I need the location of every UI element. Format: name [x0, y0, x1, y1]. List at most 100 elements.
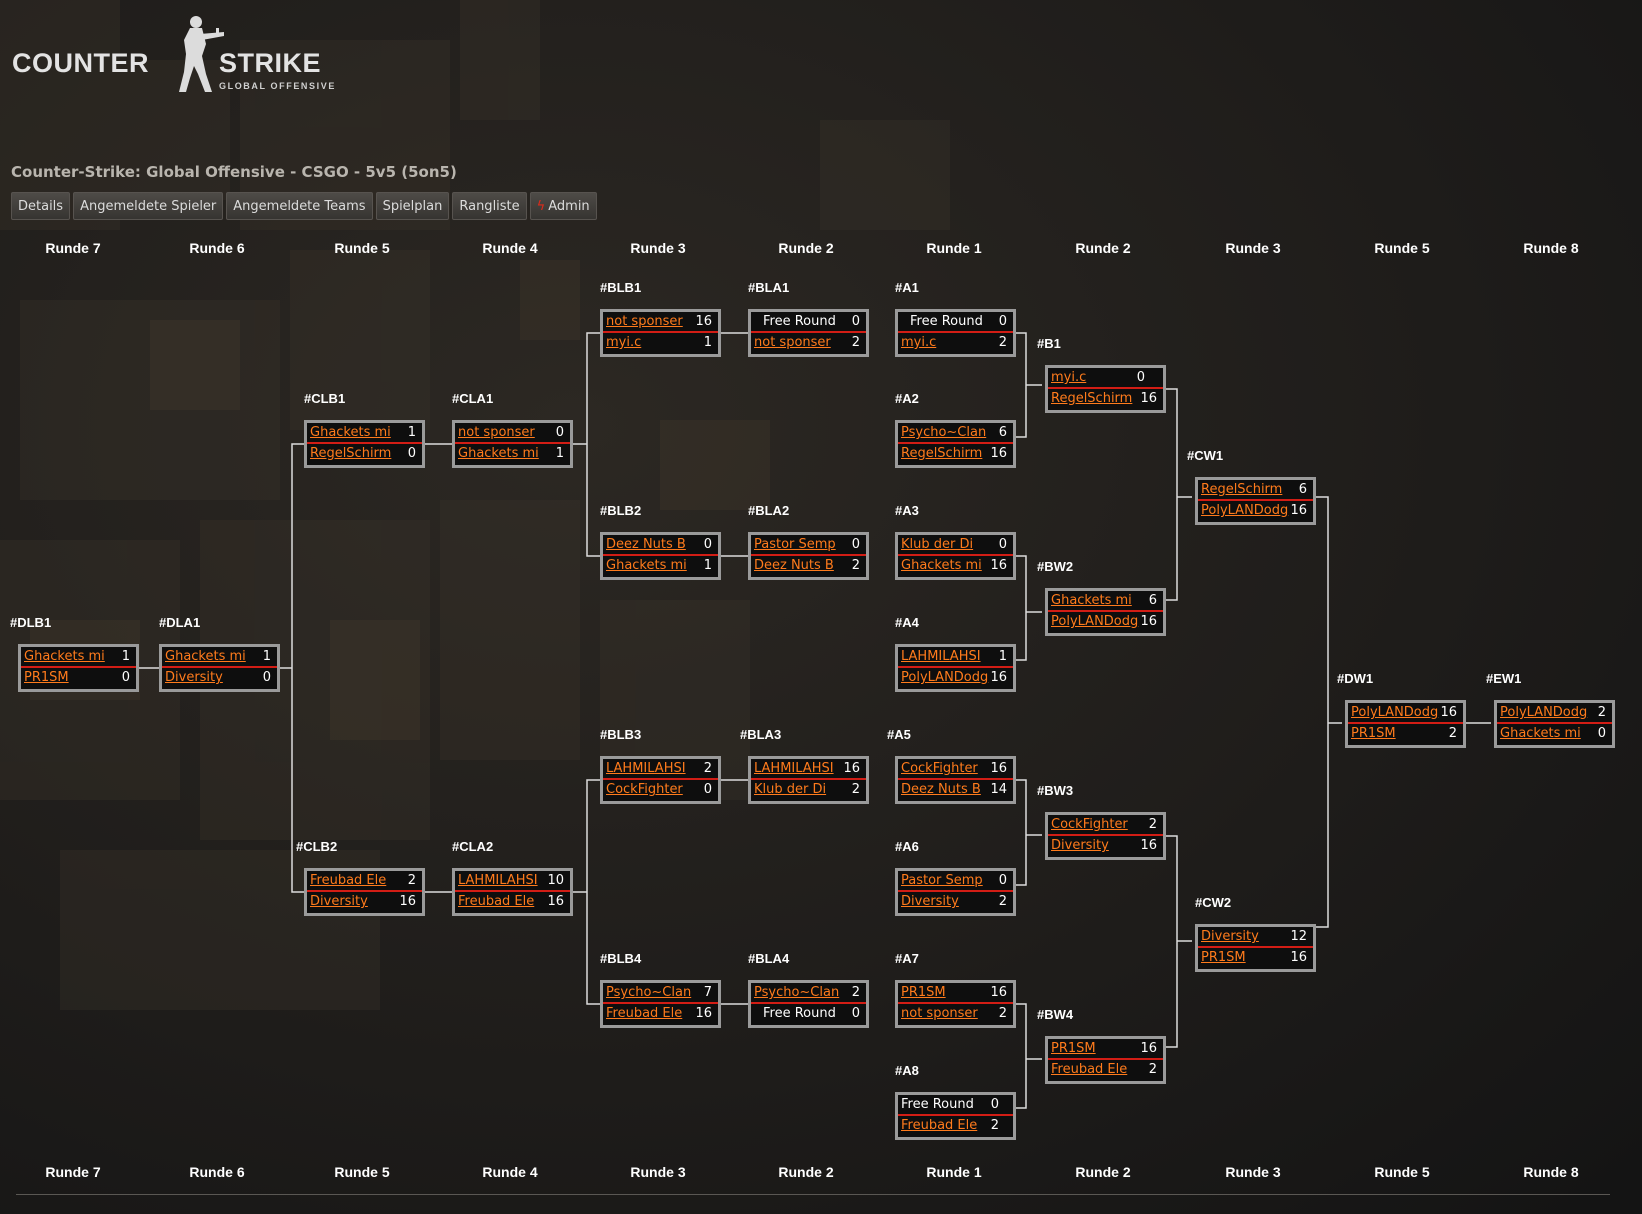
team-link[interactable]: myi.c [606, 335, 642, 350]
nav-details-button[interactable]: Details [11, 192, 71, 220]
nav-ranking-button[interactable]: Rangliste [452, 192, 527, 220]
team-link[interactable]: myi.c [901, 335, 937, 350]
team-link[interactable]: not sponser [901, 1006, 978, 1021]
team-link[interactable]: not sponser [754, 335, 831, 350]
team-link[interactable]: Ghackets mi [24, 649, 105, 664]
team-link[interactable]: PR1SM [1201, 950, 1246, 965]
team-link[interactable]: Diversity [165, 670, 223, 685]
nav-registered-teams-button[interactable]: Angemeldete Teams [226, 192, 373, 220]
team-link[interactable]: Deez Nuts B [606, 537, 686, 552]
team-link[interactable]: LAHMILAHSI [754, 761, 834, 776]
team-link[interactable]: LAHMILAHSI [901, 649, 981, 664]
team-link[interactable]: PR1SM [24, 670, 69, 685]
team-link[interactable]: PolyLANDodg [1051, 614, 1139, 629]
team-link[interactable]: PR1SM [1051, 1041, 1096, 1056]
team-link[interactable]: Ghackets mi [901, 558, 982, 573]
team-link[interactable]: Diversity [1201, 929, 1259, 944]
team-score: 0 [262, 670, 271, 685]
team-link[interactable]: PolyLANDodg [1201, 503, 1289, 518]
team-link[interactable]: Ghackets mi [458, 446, 539, 461]
team-link[interactable]: Psycho~Clan [606, 985, 692, 1000]
round-label: Runde 1 [926, 1164, 982, 1180]
team-link[interactable]: Klub der Di [754, 782, 827, 797]
nav-admin-label: Admin [548, 199, 590, 214]
team-link[interactable]: Diversity [1051, 838, 1109, 853]
team-score: 2 [1448, 726, 1457, 741]
team-link[interactable]: Ghackets mi [1500, 726, 1581, 741]
team-link[interactable]: Ghackets mi [606, 558, 687, 573]
round-label: Runde 5 [1374, 240, 1430, 256]
nav-details-label: Details [18, 199, 64, 214]
free-round-label: Free Round [763, 314, 836, 329]
team-link[interactable]: Klub der Di [901, 537, 974, 552]
team-link[interactable]: Freubad Ele [1051, 1062, 1128, 1077]
team-link[interactable]: Pastor Semp [754, 537, 836, 552]
team-link[interactable]: CockFighter [606, 782, 683, 797]
team-link[interactable]: myi.c [1051, 370, 1087, 385]
nav-registered-players-button[interactable]: Angemeldete Spieler [73, 192, 224, 220]
team-link[interactable]: Pastor Semp [901, 873, 983, 888]
team-score: 16 [1140, 614, 1157, 629]
team-link[interactable]: Deez Nuts B [901, 782, 981, 797]
team-link[interactable]: Freubad Ele [606, 1006, 683, 1021]
team-link[interactable]: RegelSchirm [1051, 391, 1133, 406]
nav-schedule-button[interactable]: Spielplan [375, 192, 450, 220]
team-link[interactable]: Freubad Ele [310, 873, 387, 888]
round-labels-top: Runde 7 Runde 6 Runde 5 Runde 4 Runde 3 … [0, 240, 1642, 260]
team-score: 16 [990, 761, 1007, 776]
round-label: Runde 3 [1225, 1164, 1281, 1180]
team-link[interactable]: RegelSchirm [1201, 482, 1283, 497]
round-label: Runde 3 [1225, 240, 1281, 256]
team-link[interactable]: Psycho~Clan [901, 425, 987, 440]
team-link[interactable]: PolyLANDodg [1351, 705, 1439, 720]
team-link[interactable]: Ghackets mi [310, 425, 391, 440]
team-link[interactable]: CockFighter [901, 761, 978, 776]
team-link[interactable]: PR1SM [901, 985, 946, 1000]
team-link[interactable]: Psycho~Clan [754, 985, 840, 1000]
match-id: #BW2 [1037, 559, 1073, 574]
team-score: 0 [851, 314, 860, 329]
team-link[interactable]: not sponser [458, 425, 535, 440]
team-score: 16 [1140, 838, 1157, 853]
team-link[interactable]: LAHMILAHSI [606, 761, 686, 776]
team-link[interactable]: PolyLANDodg [901, 670, 989, 685]
team-score: 0 [990, 1097, 999, 1112]
team-link[interactable]: Diversity [310, 894, 368, 909]
team-link[interactable]: Freubad Ele [901, 1118, 978, 1133]
team-link[interactable]: PR1SM [1351, 726, 1396, 741]
logo-subtitle: GLOBAL OFFENSIVE [219, 81, 336, 91]
team-link[interactable]: RegelSchirm [310, 446, 392, 461]
free-round-label: Free Round [910, 314, 983, 329]
round-label: Runde 2 [1075, 240, 1131, 256]
team-link[interactable]: Deez Nuts B [754, 558, 834, 573]
team-link[interactable]: PolyLANDodg [1500, 705, 1588, 720]
round-label: Runde 5 [1374, 1164, 1430, 1180]
round-label: Runde 7 [45, 240, 101, 256]
team-link[interactable]: Ghackets mi [1051, 593, 1132, 608]
team-link[interactable]: RegelSchirm [901, 446, 983, 461]
team-link[interactable]: Diversity [901, 894, 959, 909]
team-link[interactable]: Freubad Ele [458, 894, 535, 909]
round-label: Runde 4 [482, 240, 538, 256]
team-score: 1 [703, 335, 712, 350]
team-link[interactable]: Ghackets mi [165, 649, 246, 664]
team-link[interactable]: CockFighter [1051, 817, 1128, 832]
team-link[interactable]: not sponser [606, 314, 683, 329]
nav-registered-players-label: Angemeldete Spieler [80, 199, 217, 214]
team-link[interactable]: LAHMILAHSI [458, 873, 538, 888]
